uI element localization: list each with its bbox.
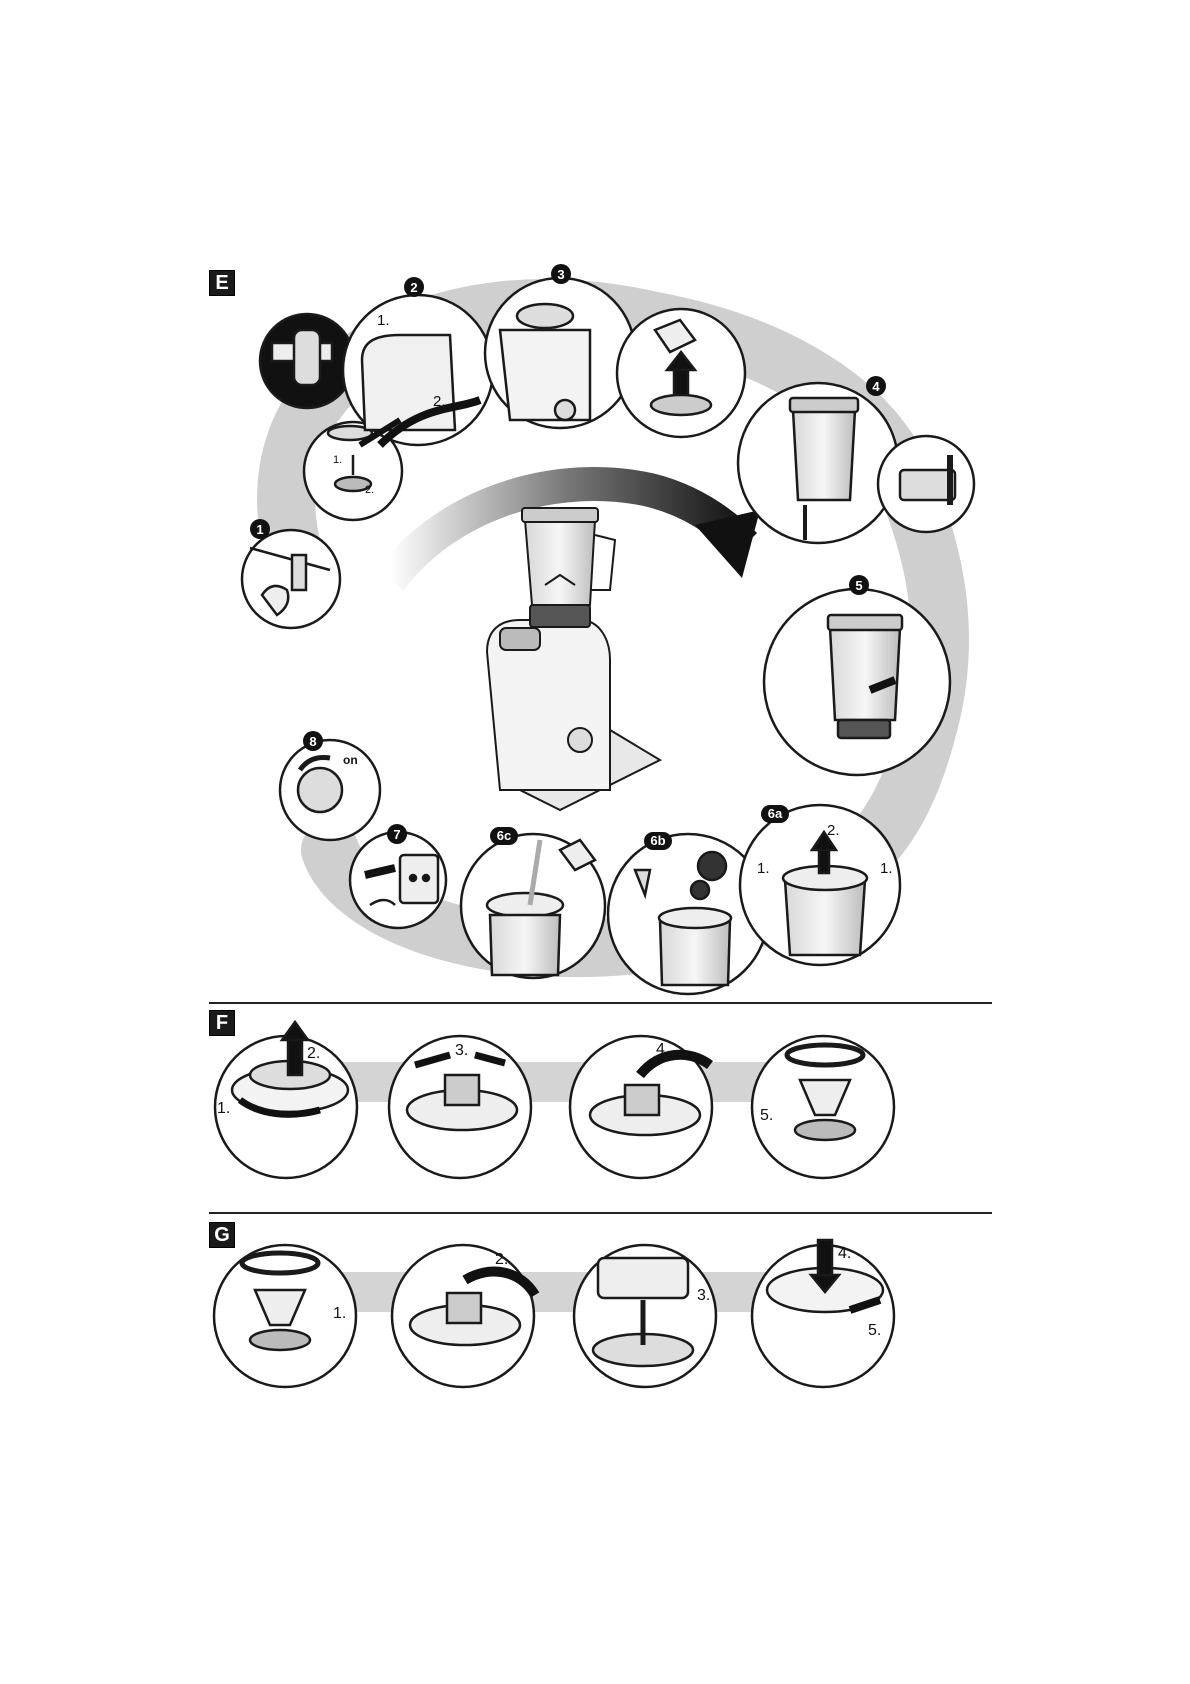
section-f-step-2 (387, 1034, 533, 1180)
step-circle-3 (483, 276, 637, 430)
f-label-2: 2. (307, 1045, 320, 1062)
step1b-sub-1: 1. (333, 454, 342, 466)
g-label-3: 3. (697, 1287, 710, 1304)
section-g-step-1 (212, 1243, 358, 1389)
step-circle-6a (738, 803, 902, 967)
sub-labels: 1. 2. 1. 2. 1. 2. 1. on 2. 1. 3. 4. 5. 1… (217, 312, 893, 1339)
step-circle-1-mount (240, 528, 342, 630)
badge-3: 3 (557, 267, 564, 282)
step6a-sub-1-left: 1. (757, 860, 770, 877)
badge-5: 5 (855, 578, 862, 593)
badge-6c: 6c (497, 828, 511, 843)
g-label-5: 5. (868, 1322, 881, 1339)
section-g-step-2 (390, 1243, 540, 1389)
step-circle-6c (459, 832, 607, 980)
step8-on-label: on (343, 753, 358, 767)
badge-4: 4 (872, 379, 880, 394)
f-label-1: 1. (217, 1100, 230, 1117)
g-label-2: 2. (495, 1251, 508, 1268)
section-f-step-4 (750, 1034, 896, 1180)
section-label-e: E (209, 270, 235, 296)
center-arrow (376, 467, 758, 591)
step6a-sub-1-right: 1. (880, 860, 893, 877)
step-circle-8 (278, 738, 382, 842)
section-label-f: F (209, 1010, 235, 1036)
center-blender (485, 507, 663, 812)
step-circle-3b (615, 307, 747, 439)
section-g-step-3 (572, 1243, 718, 1389)
g-label-4: 4. (838, 1245, 851, 1262)
step-circle-badge-mount (258, 312, 356, 410)
step-circle-2 (341, 293, 495, 448)
step2-sub-2: 2. (433, 393, 446, 410)
badge-1: 1 (256, 522, 263, 537)
badge-8: 8 (309, 734, 316, 749)
f-label-4: 4. (656, 1041, 669, 1058)
step6a-sub-2: 2. (827, 822, 840, 839)
step-circle-7 (348, 830, 448, 930)
section-divider (209, 1002, 992, 1004)
g-label-1: 1. (333, 1305, 346, 1322)
step-circle-6b (606, 832, 770, 996)
step-badges: 1 2 3 4 5 6a 6b 6c 7 8 (250, 264, 886, 850)
badge-6b: 6b (650, 833, 665, 848)
section-f-step-1 (213, 1019, 359, 1180)
section-divider (209, 1212, 992, 1214)
step-circle-4 (736, 381, 900, 545)
badge-2: 2 (410, 280, 417, 295)
step-circle-5 (762, 587, 952, 777)
section-f-step-3 (568, 1034, 714, 1180)
f-label-3: 3. (455, 1042, 468, 1059)
badge-6a: 6a (768, 806, 783, 821)
step-circle-4b (876, 434, 976, 534)
section-label-g: G (209, 1222, 235, 1248)
f-label-5: 5. (760, 1107, 773, 1124)
badge-7: 7 (393, 827, 400, 842)
step-circle-1b-ring (302, 420, 404, 522)
step2-sub-1: 1. (377, 312, 390, 329)
section-g-step-4 (750, 1238, 896, 1389)
center-arrow-head (695, 510, 760, 578)
step1b-sub-2: 2. (365, 484, 374, 496)
